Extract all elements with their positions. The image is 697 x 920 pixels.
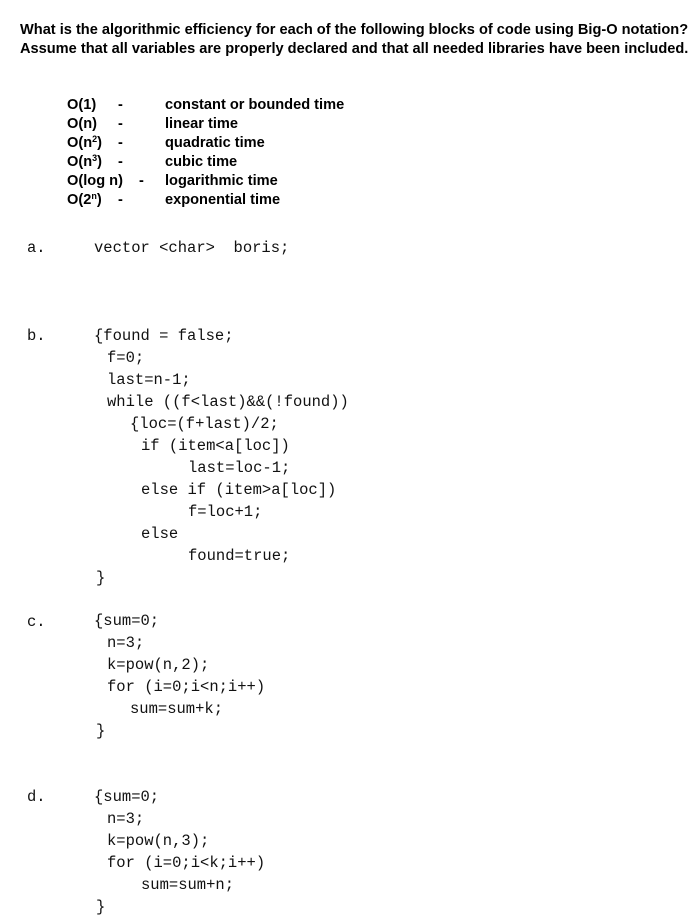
code-block-d: {sum=0; n=3; k=pow(n,3); for (i=0;i<k;i+… <box>94 786 265 916</box>
code-line: } <box>96 898 106 916</box>
problem-label-c: c. <box>27 613 46 631</box>
code-line: found=true; <box>188 547 291 565</box>
code-line: f=loc+1; <box>188 503 263 521</box>
code-line: last=loc-1; <box>188 459 291 477</box>
problem-label-b: b. <box>27 327 46 345</box>
code-line: while ((f<last)&&(!found)) <box>107 393 349 411</box>
code-line: {loc=(f+last)/2; <box>130 415 279 433</box>
legend-description: logarithmic time <box>165 173 278 189</box>
legend-notation: O(2n) <box>67 191 102 209</box>
code-line: {found = false; <box>94 327 234 345</box>
code-line: else if (item>a[loc]) <box>141 481 337 499</box>
legend-dash: - <box>139 173 144 189</box>
code-line: for (i=0;i<k;i++) <box>107 854 266 872</box>
code-line: } <box>96 722 106 740</box>
code-line: {sum=0; <box>94 612 160 630</box>
code-block-c: {sum=0; n=3; k=pow(n,2); for (i=0;i<n;i+… <box>94 610 265 740</box>
legend-dash: - <box>118 116 123 132</box>
code-line: if (item<a[loc]) <box>141 437 290 455</box>
legend-notation: O(n) <box>67 116 98 132</box>
legend-notation: O(1) <box>67 97 97 113</box>
problem-label-a: a. <box>27 239 46 257</box>
legend-description: quadratic time <box>165 135 265 151</box>
code-line: k=pow(n,2); <box>107 656 210 674</box>
code-block-b: {found = false; f=0; last=n-1; while ((f… <box>94 325 349 587</box>
legend-description: cubic time <box>165 154 238 170</box>
legend-dash: - <box>118 192 123 208</box>
code-line: f=0; <box>107 349 145 367</box>
code-line: k=pow(n,3); <box>107 832 210 850</box>
legend-dash: - <box>118 135 123 151</box>
legend-description: constant or bounded time <box>165 97 345 113</box>
code-line: for (i=0;i<n;i++) <box>107 678 266 696</box>
code-line: } <box>96 569 106 587</box>
legend-dash: - <box>118 97 123 113</box>
code-line: sum=sum+n; <box>141 876 235 894</box>
code-line: n=3; <box>107 634 145 652</box>
legend-notation: O(n3) <box>67 153 103 171</box>
legend-notation: O(log n) <box>67 173 123 189</box>
code-line: n=3; <box>107 810 145 828</box>
problem-label-d: d. <box>27 788 46 806</box>
legend-description: linear time <box>165 116 238 132</box>
question-text: What is the algorithmic efficiency for e… <box>20 22 689 57</box>
legend-description: exponential time <box>165 192 281 208</box>
legend-notation: O(n2) <box>67 134 103 152</box>
code-line: {sum=0; <box>94 788 160 806</box>
code-line: last=n-1; <box>107 371 191 389</box>
code-line: sum=sum+k; <box>130 700 224 718</box>
legend-dash: - <box>118 154 123 170</box>
code-line: else <box>141 525 179 543</box>
code-block-a: vector <char> boris; <box>94 237 289 273</box>
code-line: vector <char> boris; <box>94 239 290 257</box>
